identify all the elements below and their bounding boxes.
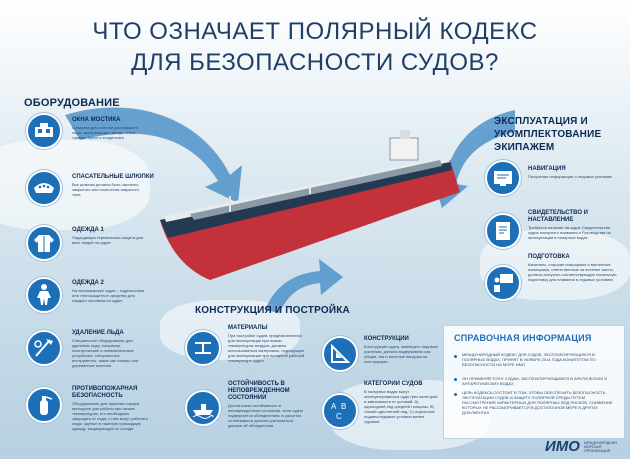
item-text: В полярных водах могут эксплуатироваться… [364, 389, 438, 424]
reference-paragraph-2: ОН ПРИМЕНЯЕТСЯ К СУДАМ, ЭКСПЛУАТИРУЮЩИМС… [462, 376, 608, 386]
ice-floe [0, 140, 150, 230]
set-square-icon [331, 343, 351, 363]
reference-paragraph-1: МЕЖДУНАРОДНЫЙ КОДЕКС ДЛЯ СУДОВ, ЭКСПЛУАТ… [462, 352, 596, 367]
item-title: ОДЕЖДА 1 [72, 227, 104, 233]
fire-safety-circle [26, 387, 62, 423]
item-text: Специальное оборудование для удаления ль… [72, 338, 139, 368]
bullet [454, 378, 457, 381]
operations-heading-2: УКОМПЛЕКТОВАНИЕ [494, 129, 602, 140]
fire-extinguisher-icon [40, 396, 53, 415]
item-title: ОСТОЙЧИВОСТЬ В НЕПОВРЕЖДЕННОМ СОСТОЯНИИ [228, 381, 290, 401]
imo-logo: ИМО [545, 438, 580, 455]
item-title: ОКНА МОСТИКА [72, 117, 121, 123]
jacket-icon [34, 235, 54, 252]
certificate-document-icon [496, 222, 510, 240]
page-title: ЧТО ОЗНАЧАЕТ ПОЛЯРНЫЙ КОДЕКС [92, 18, 538, 45]
svg-text:A: A [331, 402, 337, 411]
reference-heading: СПРАВОЧНАЯ ИНФОРМАЦИЯ [454, 333, 592, 343]
training-presenter-icon [494, 274, 513, 292]
stability-circle [185, 390, 221, 426]
structures-circle [322, 336, 358, 372]
page-subtitle: ДЛЯ БЕЗОПАСНОСТИ СУДОВ? [131, 49, 499, 76]
item-text: Все шлюпки должны быть частично закрытог… [72, 182, 140, 197]
item-title: СПАСАТЕЛЬНЫЕ ШЛЮПКИ [72, 174, 154, 180]
steel-beams-icon [195, 342, 211, 354]
training-circle [485, 265, 521, 301]
bullet [454, 393, 457, 396]
operations-heading-3: ЭКИПАЖЕМ [494, 142, 555, 153]
svg-text:C: C [336, 412, 342, 421]
ice-tools-icon [34, 339, 53, 357]
construction-heading: КОНСТРУКЦИЯ И ПОСТРОЙКА [195, 305, 350, 316]
item-title: УДАЛЕНИЕ ЛЬДА [72, 330, 124, 336]
item-title: ПРОТИВОПОЖАРНАЯ БЕЗОПАСНОСТЬ [72, 386, 138, 399]
item-title: ПОДГОТОВКА [528, 254, 570, 260]
bridge-window-icon [35, 123, 53, 137]
item-title: СВИДЕТЕЛЬСТВО И НАСТАВЛЕНИЕ [528, 210, 588, 223]
clothing1-circle [26, 225, 62, 261]
certificate-circle [485, 213, 521, 249]
item-title: КАТЕГОРИИ СУДОВ [364, 381, 423, 387]
item-text: Капитаны, старшие помощники и вахтенные … [528, 262, 617, 282]
item-text: Оборудование для тушения пожара, пригодн… [72, 401, 148, 431]
arrow-equipment [65, 107, 242, 203]
item-title: КОНСТРУКЦИИ [364, 336, 409, 342]
item-text: При постройке судов, предназначенных для… [228, 333, 305, 363]
navigation-circle [485, 160, 521, 196]
bullet [454, 355, 457, 358]
svg-text:B: B [341, 402, 346, 411]
item-text: Средства для очистки растаявшего льда, з… [72, 125, 138, 140]
item-text: Достаточная остойчивость в неповрежденно… [228, 403, 303, 428]
ship-stability-icon [192, 404, 214, 419]
navigation-screen-icon [494, 171, 512, 186]
equipment-heading: ОБОРУДОВАНИЕ [24, 97, 120, 109]
item-text: Получение информации о ледовых условиях [528, 174, 613, 179]
bridge-windows-circle [26, 113, 62, 149]
item-text: Подходящая термическая защита для всех л… [72, 235, 144, 245]
lifeboats-circle [26, 170, 62, 206]
imo-logo-caption: МЕЖДУНАРОДНАЯ МОРСКАЯ ОРГАНИЗАЦИЯ [584, 441, 617, 453]
item-title: НАВИГАЦИЯ [528, 166, 566, 172]
materials-circle [185, 330, 221, 366]
reference-paragraph-3: ЦЕЛЬ КОДЕКСА СОСТОИТ В ТОМ, ЧТОБЫ ОБЕСПЕ… [462, 390, 613, 415]
tanker-ship-illustration [160, 130, 460, 280]
item-title: ОДЕЖДА 2 [72, 280, 104, 286]
item-text: Конструкция судна, имеющего ледовые усил… [364, 344, 438, 364]
clothing2-circle [26, 277, 62, 313]
ice-removal-circle [26, 330, 62, 366]
operations-heading-1: ЭКСПЛУАТАЦИЯ И [494, 116, 588, 127]
survival-suit-icon [37, 284, 51, 305]
item-text: На пассажирских судах – гидрокостюм или … [72, 288, 144, 303]
item-text: Требуется наличие на судне Свидетельства… [528, 225, 611, 240]
item-title: МАТЕРИАЛЫ [228, 325, 268, 331]
reference-panel: СПРАВОЧНАЯ ИНФОРМАЦИЯ МЕЖДУНАРОДНЫЙ КОДЕ… [443, 325, 625, 439]
lifeboat-icon [34, 183, 54, 193]
arrow-construction [265, 259, 343, 313]
